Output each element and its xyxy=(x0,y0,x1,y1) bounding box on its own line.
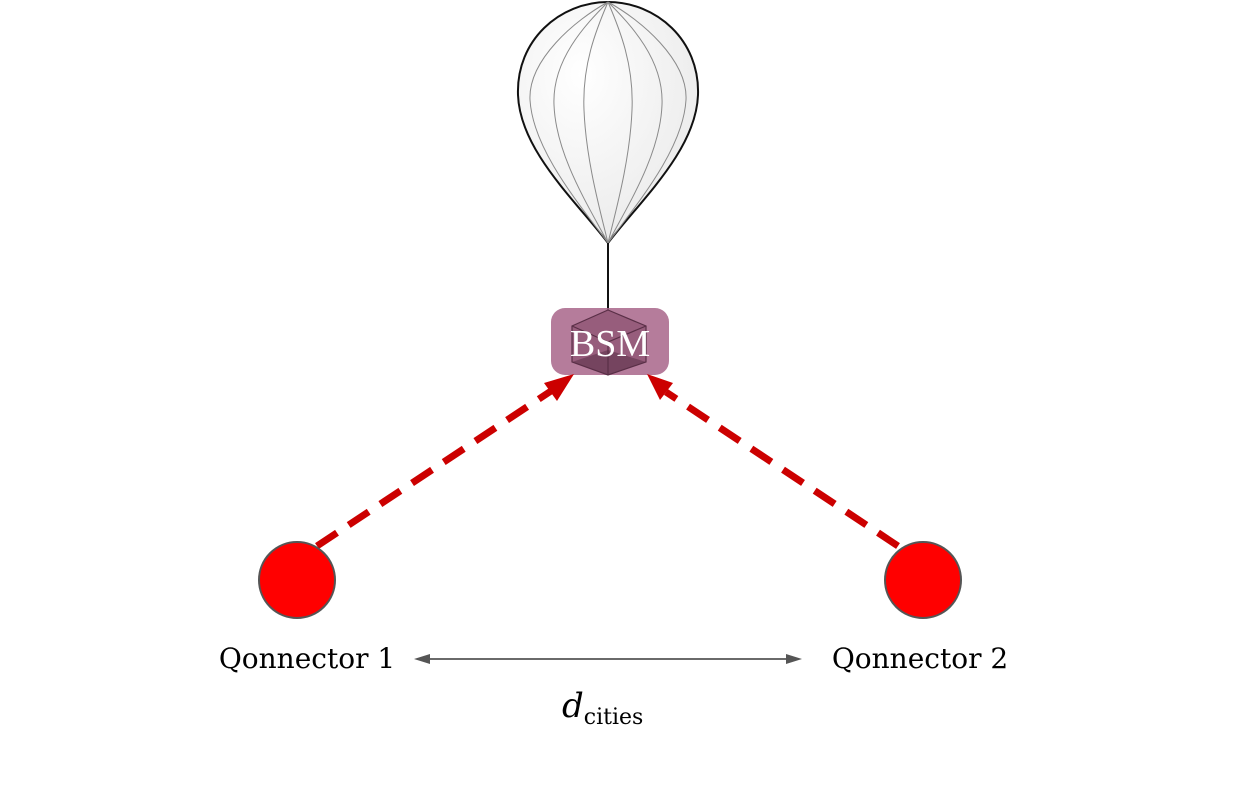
qonnector-2-label: Qonnector 2 xyxy=(832,642,1008,675)
distance-label: dcities xyxy=(562,686,643,730)
qonnector-1-label: Qonnector 1 xyxy=(219,642,395,675)
cube-icon xyxy=(571,309,647,376)
distance-subscript: cities xyxy=(584,705,644,730)
link-arrow-right xyxy=(647,374,900,549)
qonnector-1-node xyxy=(258,541,336,619)
balloon-gores xyxy=(529,1,687,244)
distance-arrow xyxy=(414,654,802,664)
bsm-node: BSM xyxy=(551,308,669,376)
distance-variable: d xyxy=(562,686,584,726)
link-arrow-left xyxy=(315,374,574,549)
qonnector-2-node xyxy=(884,541,962,619)
bsm-label: BSM xyxy=(570,323,650,365)
balloon-icon xyxy=(516,0,700,310)
